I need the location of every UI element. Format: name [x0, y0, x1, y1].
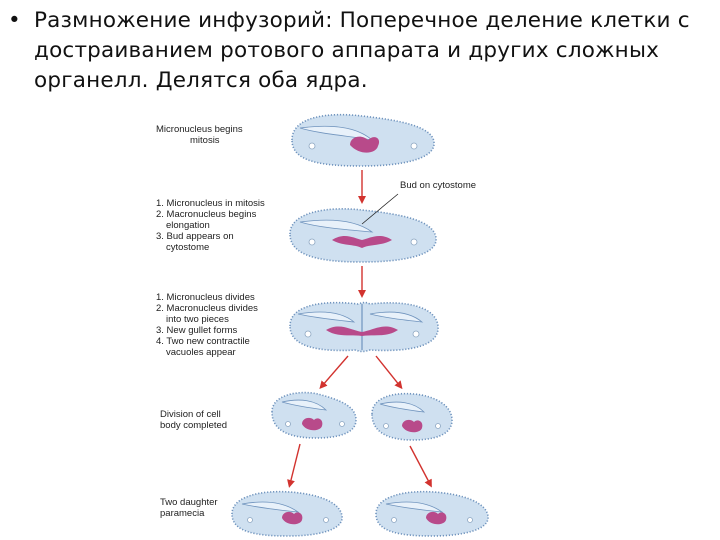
stage5-right-cell [375, 490, 489, 537]
oral-groove [281, 399, 328, 411]
contractile-vacuole [285, 421, 291, 427]
stage3-line: 1. Micronucleus divides [156, 292, 255, 303]
stage2-line: 3. Bud appears on [156, 231, 234, 242]
contractile-vacuole [339, 421, 345, 427]
stage2-line: elongation [166, 220, 210, 231]
stage4-right-cell [371, 392, 453, 441]
macronucleus [302, 417, 323, 431]
bullet-marker: • [8, 8, 21, 33]
macronucleus [282, 511, 303, 525]
stage1-cell [291, 113, 435, 167]
stage4-line: Division of cell [160, 409, 221, 420]
stage2-label: 1. Micronucleus in mitosis 2. Macronucle… [156, 198, 265, 253]
contractile-vacuole [308, 238, 316, 246]
callout-bud-label: Bud on cytostome [400, 180, 477, 191]
contractile-vacuole [467, 517, 473, 523]
contractile-vacuole [412, 330, 420, 338]
stage2-cell [289, 193, 437, 263]
oral-groove [299, 219, 374, 233]
contractile-vacuole [247, 517, 253, 523]
contractile-vacuole [391, 517, 397, 523]
heading-text: Размножение инфузорий: Поперечное делени… [34, 8, 690, 93]
stage3-line: into two pieces [166, 314, 229, 325]
stage2-line: 1. Micronucleus in mitosis [156, 198, 265, 209]
cell-body [371, 392, 453, 441]
stage3-line: vacuoles appear [166, 347, 236, 358]
macronucleus [332, 235, 392, 248]
oral-groove [379, 401, 426, 413]
stage1-label: Micronucleus begins mitosis [156, 124, 243, 146]
stage5-line: paramecia [160, 508, 205, 519]
macronucleus [402, 419, 423, 433]
contractile-vacuole [308, 142, 316, 150]
stage2-line: cytostome [166, 242, 210, 253]
oral-groove [385, 501, 444, 513]
contractile-vacuole [410, 142, 418, 150]
oral-groove [297, 311, 356, 323]
macronucleus [326, 326, 398, 336]
new-oral-groove [369, 311, 424, 323]
cell-body [289, 301, 439, 353]
stage5-line: Two daughter [160, 497, 218, 508]
contractile-vacuole [323, 517, 329, 523]
stage4-label: Division of cell body completed [160, 409, 227, 431]
contractile-vacuole [383, 423, 389, 429]
stage4-line: body completed [160, 420, 228, 431]
arrow-stage4-to-5-right [409, 445, 432, 488]
stage3-line: 2. Macronucleus divides [156, 303, 258, 314]
callout-leader-line [361, 193, 399, 225]
stage2-line: 2. Macronucleus begins [156, 209, 257, 220]
oral-groove [241, 501, 300, 513]
contractile-vacuole [304, 330, 312, 338]
arrow-stage4-to-5-left [287, 443, 301, 488]
contractile-vacuole [410, 238, 418, 246]
stage3-label: 1. Micronucleus divides 2. Macronucleus … [156, 292, 258, 358]
stage3-line: 3. New gullet forms [156, 325, 238, 336]
arrow-stage3-to-4-right [375, 355, 403, 390]
stage1-line: Micronucleus begins [156, 124, 243, 135]
stage3-line: 4. Two new contractile [156, 336, 250, 347]
stage1-line: mitosis [190, 135, 220, 146]
stage5-label: Two daughter paramecia [160, 497, 218, 519]
macronucleus [426, 511, 447, 525]
cell-body [289, 208, 437, 263]
cell-body [271, 391, 357, 439]
stage5-left-cell [231, 490, 343, 537]
contractile-vacuole [435, 423, 441, 429]
stage3-cell [289, 301, 439, 353]
arrow-stage3-to-4-left [319, 355, 349, 390]
stage4-left-cell [271, 391, 357, 439]
slide-heading: • Размножение инфузорий: Поперечное деле… [8, 6, 708, 96]
macronucleus [350, 136, 380, 153]
